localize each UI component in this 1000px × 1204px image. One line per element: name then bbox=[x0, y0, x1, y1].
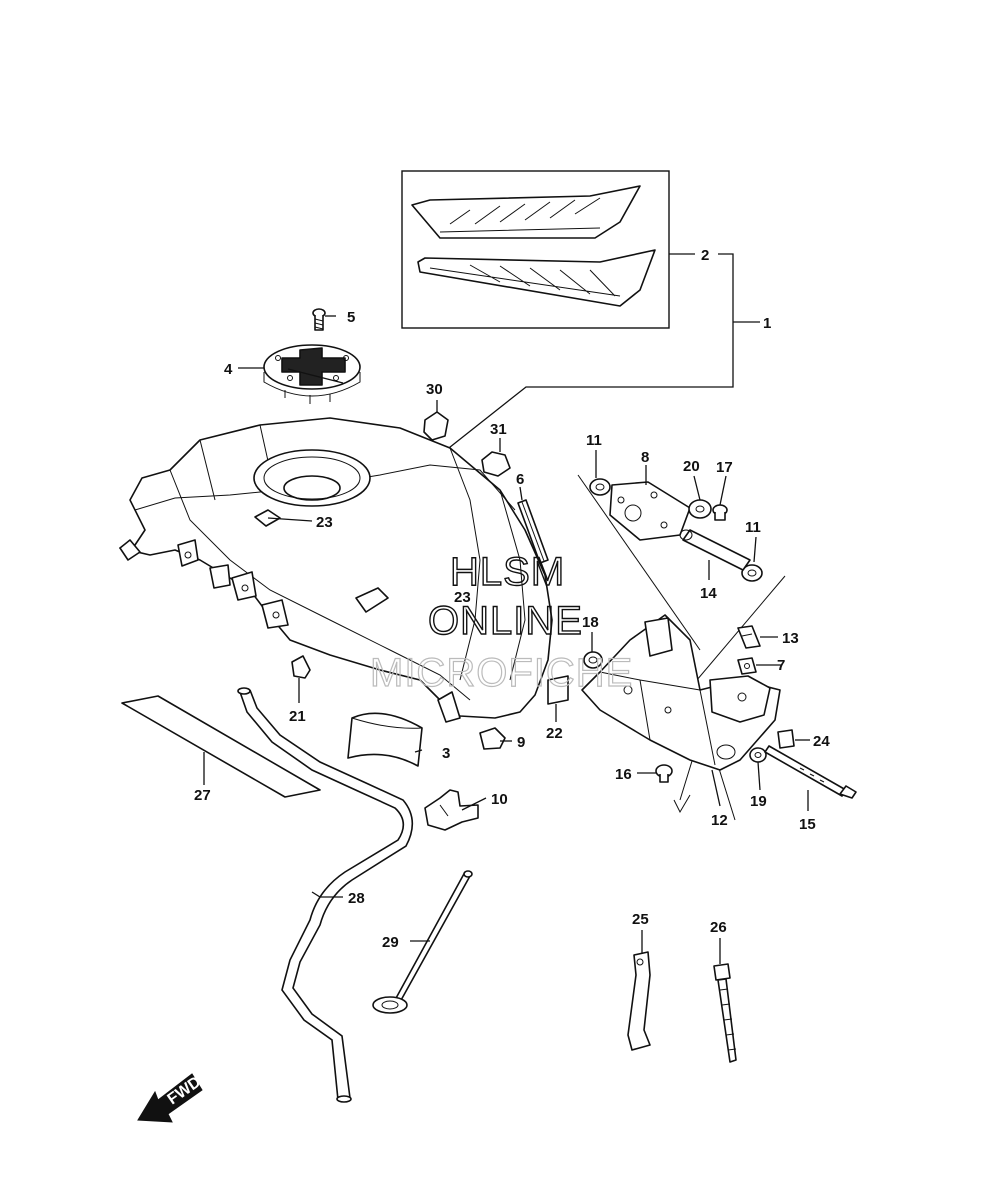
pipe-14 bbox=[679, 529, 751, 571]
callout-6: 6 bbox=[516, 471, 524, 488]
fuel-tank bbox=[119, 417, 553, 723]
cushion-21 bbox=[291, 655, 311, 679]
callout-4: 4 bbox=[224, 361, 233, 378]
emblem-set-box bbox=[401, 170, 670, 329]
callout-23-tank: 23 bbox=[316, 514, 333, 531]
fuel-cap bbox=[263, 344, 361, 404]
callout-11-right: 11 bbox=[745, 519, 761, 536]
callout-1: 1 bbox=[763, 315, 771, 332]
callout-21: 21 bbox=[289, 708, 306, 725]
drain-29 bbox=[372, 870, 473, 1014]
collar-20 bbox=[688, 499, 712, 519]
tie-26 bbox=[713, 963, 737, 1063]
washer-19 bbox=[749, 747, 767, 763]
callout-31: 31 bbox=[490, 421, 507, 438]
callout-17: 17 bbox=[716, 459, 733, 476]
cushion-31 bbox=[481, 451, 511, 477]
cushion-30 bbox=[423, 411, 449, 441]
cap-bolt bbox=[312, 308, 326, 331]
callout-11-left: 11 bbox=[586, 432, 602, 449]
cushion-9 bbox=[479, 727, 506, 750]
watermark-line2: ONLINE bbox=[428, 599, 583, 643]
callout-15: 15 bbox=[799, 816, 816, 833]
callout-2: 2 bbox=[701, 247, 709, 264]
callout-23-center: 23 bbox=[454, 589, 471, 606]
callout-20: 20 bbox=[683, 458, 700, 475]
hose-28 bbox=[237, 687, 414, 1103]
callout-28: 28 bbox=[348, 890, 365, 907]
sheet-27 bbox=[121, 695, 321, 798]
pad-22 bbox=[547, 675, 569, 705]
watermark-line1: HLSM bbox=[450, 550, 565, 594]
watermark: HLSM ONLINE MICROFICHE bbox=[369, 549, 633, 695]
mount-10 bbox=[424, 789, 479, 831]
clip-13 bbox=[737, 625, 761, 649]
callout-7: 7 bbox=[777, 657, 785, 674]
watermark-line3: MICROFICHE bbox=[370, 651, 633, 695]
nut-7 bbox=[737, 657, 757, 675]
nut-24 bbox=[777, 729, 795, 749]
callout-24: 24 bbox=[813, 733, 830, 750]
bolt-15 bbox=[764, 745, 857, 799]
grommet-11b bbox=[741, 564, 763, 582]
callout-5: 5 bbox=[347, 309, 355, 326]
callout-27: 27 bbox=[194, 787, 211, 804]
callout-14: 14 bbox=[700, 585, 717, 602]
callout-30: 30 bbox=[426, 381, 443, 398]
screw-17 bbox=[712, 504, 728, 521]
callout-22: 22 bbox=[546, 725, 563, 742]
callout-18: 18 bbox=[582, 614, 599, 631]
callout-leaders bbox=[203, 315, 810, 964]
callout-10: 10 bbox=[491, 791, 508, 808]
plate-8 bbox=[609, 481, 691, 541]
callout-19: 19 bbox=[750, 793, 767, 810]
callout-13: 13 bbox=[782, 630, 799, 647]
bolt-16 bbox=[655, 764, 673, 783]
cushion-18 bbox=[583, 651, 603, 669]
clamp-25 bbox=[627, 951, 651, 1051]
callout-29: 29 bbox=[382, 934, 399, 951]
leaders-1-2 bbox=[439, 253, 760, 456]
callout-3: 3 bbox=[442, 745, 450, 762]
callout-25: 25 bbox=[632, 911, 649, 928]
bracket-12 bbox=[581, 614, 781, 771]
fwd-direction-indicator: FWD bbox=[137, 1073, 204, 1123]
callout-12: 12 bbox=[711, 812, 728, 829]
strip-6 bbox=[517, 499, 549, 564]
callout-labels: 1 2 3 4 5 6 7 8 9 10 11 11 12 13 14 15 1… bbox=[194, 247, 830, 951]
grommet-11a bbox=[589, 478, 611, 496]
callout-26: 26 bbox=[710, 919, 727, 936]
callout-8: 8 bbox=[641, 449, 649, 466]
sleeve-3 bbox=[347, 712, 423, 767]
callout-16: 16 bbox=[615, 766, 632, 783]
callout-9: 9 bbox=[517, 734, 525, 751]
